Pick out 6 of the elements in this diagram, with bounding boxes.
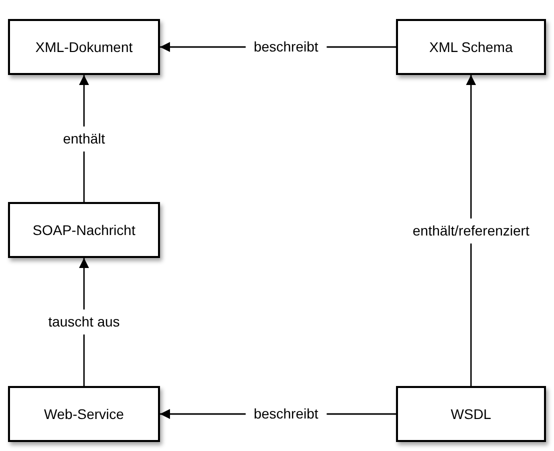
process-box: XML Schema	[396, 19, 546, 75]
process-box: XML-Dokument	[8, 19, 160, 75]
arrow	[466, 75, 476, 386]
process-box: WSDL	[396, 386, 546, 442]
process-box: Web-Service	[8, 386, 160, 442]
process-box: SOAP-Nachricht	[8, 202, 160, 258]
